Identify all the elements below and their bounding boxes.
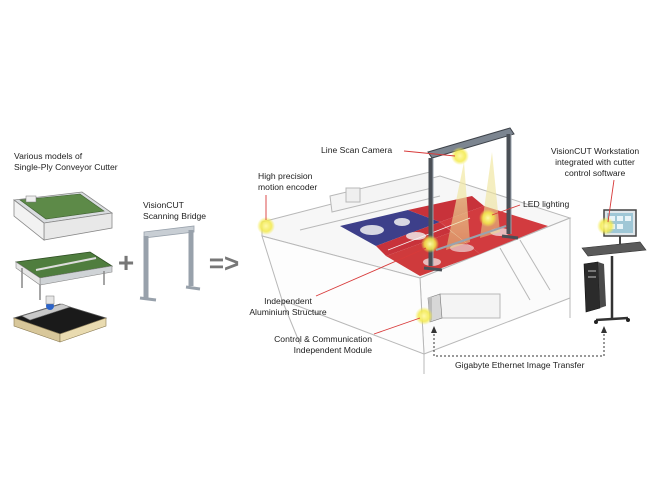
led-leader bbox=[491, 204, 521, 216]
led-label-text: LED lighting bbox=[523, 199, 570, 209]
conveyor-cutter-model-2 bbox=[14, 251, 114, 300]
control-label-line-1: Control & Communication bbox=[274, 334, 372, 344]
bridge-caption-line-1: VisionCUT bbox=[143, 200, 184, 210]
control-module-label: Control & Communication Independent Modu… bbox=[250, 334, 372, 356]
workstation-label-line-3: control software bbox=[564, 168, 626, 178]
scanning-bridge-illustration bbox=[139, 225, 201, 302]
workstation-leader bbox=[607, 179, 615, 223]
plus-sign: + bbox=[118, 247, 134, 278]
scanning-bridge-caption: VisionCUT Scanning Bridge bbox=[143, 200, 206, 222]
aluminium-leader bbox=[315, 247, 427, 297]
encoder-label-line-2: motion encoder bbox=[258, 182, 318, 192]
ethernet-label-text: Gigabyte Ethernet Image Transfer bbox=[455, 360, 585, 370]
line-scan-camera-label: Line Scan Camera bbox=[321, 145, 392, 156]
ethernet-arrowhead-left bbox=[431, 326, 437, 333]
bridge-caption-line-2: Scanning Bridge bbox=[143, 211, 207, 221]
workstation-label: VisionCUT Workstation integrated with cu… bbox=[540, 146, 650, 179]
motion-encoder-label: High precision motion encoder bbox=[258, 171, 317, 193]
camera-label-text: Line Scan Camera bbox=[321, 145, 393, 155]
encoder-label-line-1: High precision bbox=[258, 171, 313, 181]
conveyor-caption-line-2: Single-Ply Conveyor Cutter bbox=[14, 162, 118, 172]
camera-highlight bbox=[451, 147, 469, 165]
led-lighting-label: LED lighting bbox=[523, 199, 569, 210]
ethernet-transfer-label: Gigabyte Ethernet Image Transfer bbox=[455, 360, 584, 371]
led-highlight bbox=[479, 209, 497, 227]
aluminium-label-line-2: Aluminium Structure bbox=[249, 307, 327, 317]
aluminium-highlight bbox=[421, 235, 439, 253]
workstation-highlight bbox=[597, 217, 615, 235]
control-module-highlight bbox=[415, 307, 433, 325]
conveyor-caption-line-1: Various models of bbox=[14, 151, 83, 161]
aluminium-label-line-1: Independent bbox=[264, 296, 312, 306]
aluminium-structure-label: Independent Aluminium Structure bbox=[238, 296, 338, 318]
results-in-arrow: => bbox=[209, 248, 239, 278]
control-label-line-2: Independent Module bbox=[293, 345, 372, 355]
highlight-markers bbox=[257, 147, 615, 325]
ethernet-arrowhead-right bbox=[601, 326, 607, 333]
camera-leader bbox=[403, 150, 456, 157]
control-leader bbox=[373, 317, 421, 335]
workstation-label-line-1: VisionCUT Workstation bbox=[550, 146, 640, 156]
conveyor-cutter-model-3 bbox=[12, 295, 108, 343]
ethernet-connection bbox=[433, 330, 605, 357]
leader-lines bbox=[265, 150, 615, 335]
conveyor-cutter-model-1 bbox=[12, 191, 114, 241]
conveyor-cutter-caption: Various models of Single-Ply Conveyor Cu… bbox=[14, 151, 118, 173]
workstation-label-line-2: integrated with cutter bbox=[555, 157, 635, 167]
encoder-highlight bbox=[257, 217, 275, 235]
